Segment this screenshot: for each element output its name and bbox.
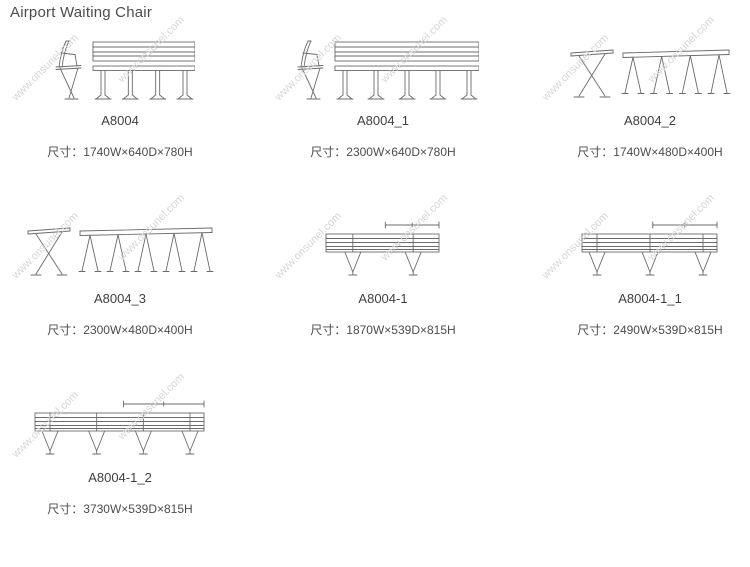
bench-line-drawing (581, 221, 718, 276)
bench-line-drawing (570, 49, 731, 98)
product-card: www.onsunel.com www.onsunel.com A8004-1 … (263, 192, 503, 338)
product-model[interactable]: A8004-1_2 (88, 470, 152, 485)
product-size: 尺寸：2300W×480D×400H (47, 323, 193, 337)
product-card: www.onsunel.com www.onsunel.com A8004_3 … (0, 192, 240, 338)
product-model[interactable]: A8004 (101, 113, 139, 128)
product-size: 尺寸：2490W×539D×815H (577, 323, 723, 337)
product-size: 尺寸：1870W×539D×815H (310, 323, 456, 337)
product-size: 尺寸：3730W×539D×815H (47, 502, 193, 516)
product-model[interactable]: A8004-1_1 (618, 291, 682, 306)
product-size: 尺寸：1740W×480D×400H (577, 145, 723, 159)
product-size: 尺寸：1740W×640D×780H (47, 145, 193, 159)
product-model[interactable]: A8004_2 (623, 113, 677, 128)
bench-line-drawing (27, 227, 214, 276)
product-drawing[interactable]: www.onsunel.com www.onsunel.com (263, 14, 503, 107)
product-card: www.onsunel.com www.onsunel.com A8004 尺寸… (0, 14, 240, 160)
product-size: 尺寸：2300W×640D×780H (310, 145, 456, 159)
product-model[interactable]: A8004_1 (356, 113, 410, 128)
product-drawing[interactable]: www.onsunel.com www.onsunel.com (0, 14, 240, 107)
product-card: www.onsunel.com www.onsunel.com A8004-1_… (0, 371, 240, 517)
bench-line-drawing (34, 400, 205, 455)
product-card: www.onsunel.com www.onsunel.com A8004-1_… (530, 192, 750, 338)
bench-line-drawing (325, 221, 440, 276)
product-card: www.onsunel.com www.onsunel.com A8004_2 … (530, 14, 750, 160)
product-model[interactable]: A8004_3 (93, 291, 147, 306)
product-drawing[interactable]: www.onsunel.com www.onsunel.com (0, 192, 240, 285)
product-drawing[interactable]: www.onsunel.com www.onsunel.com (0, 371, 240, 464)
bench-line-drawing (297, 40, 479, 100)
page-title: Airport Waiting Chair (10, 4, 153, 21)
product-model[interactable]: A8004-1 (358, 291, 408, 306)
product-card: www.onsunel.com www.onsunel.com A8004_1 … (263, 14, 503, 160)
product-drawing[interactable]: www.onsunel.com www.onsunel.com (530, 192, 750, 285)
bench-line-drawing (55, 40, 195, 100)
product-drawing[interactable]: www.onsunel.com www.onsunel.com (263, 192, 503, 285)
product-drawing[interactable]: www.onsunel.com www.onsunel.com (530, 14, 750, 107)
